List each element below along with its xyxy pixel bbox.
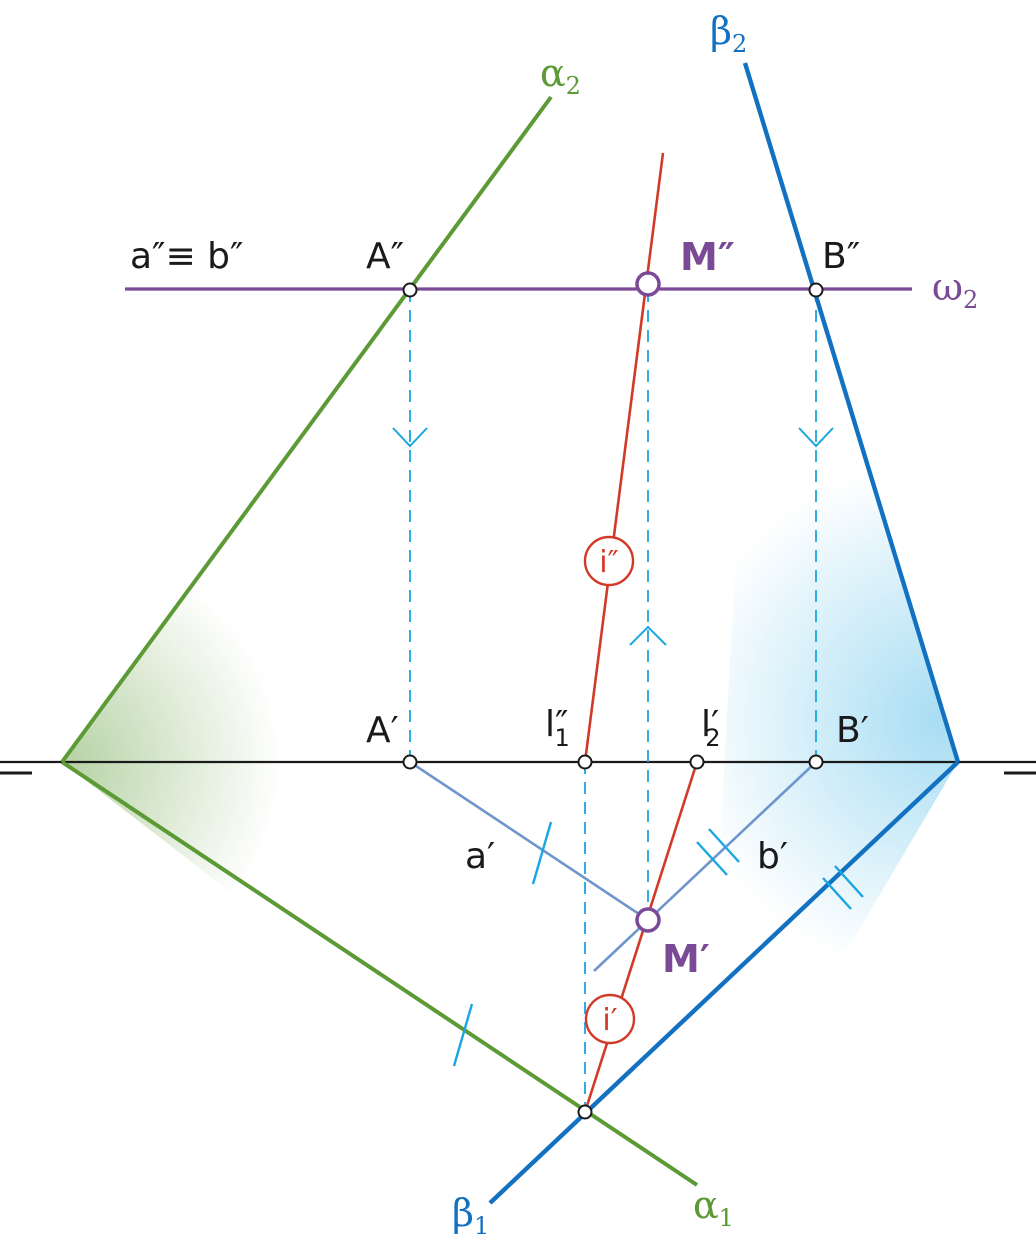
point-B-double-prime [808, 282, 824, 298]
beta1-line [488, 760, 960, 1205]
alpha1-label: α1 [693, 1183, 734, 1232]
i-double-prime-badge: i″ [583, 535, 635, 587]
i-prime-label: i′ [602, 1003, 617, 1038]
alpha2-label: α2 [540, 51, 581, 100]
i-prime-badge: i′ [584, 993, 636, 1045]
alpha-plane-shade [62, 170, 500, 1100]
B-double-prime-label: B″ [822, 236, 860, 277]
points [402, 282, 824, 1120]
point-M-prime [635, 907, 661, 933]
i-prime-line [583, 761, 699, 1113]
M-double-prime-label: M″ [680, 235, 735, 279]
projection-lines [409, 290, 817, 1112]
beta-plane-shade [700, 120, 958, 1200]
b-prime-label: b′ [757, 836, 788, 877]
b-prime-line [593, 761, 817, 972]
parallel-marks [452, 821, 864, 1067]
point-A-prime [402, 754, 418, 770]
l2-label: l′2 [701, 704, 720, 752]
i-double-prime-line [583, 152, 665, 763]
projection-arrows [392, 427, 834, 646]
point-A-double-prime [402, 282, 418, 298]
i-double-prime-label: i″ [599, 545, 619, 580]
beta2-label: β2 [710, 9, 747, 58]
point-B-prime [808, 754, 824, 770]
B-prime-label: B′ [836, 710, 869, 751]
a-prime-label: a′ [465, 836, 495, 877]
a-prime-line [409, 760, 649, 922]
point-l1-double-prime [577, 754, 593, 770]
beta1-label: β1 [452, 1191, 489, 1240]
l1-label: l″1 [545, 704, 570, 752]
beta2-line [742, 62, 961, 763]
A-prime-label: A′ [366, 710, 399, 751]
point-trace-intersection [577, 1104, 593, 1120]
point-M-double-prime [635, 271, 661, 297]
alpha2-line [60, 95, 553, 764]
M-prime-label: M′ [662, 937, 710, 981]
a-equiv-b-label: a″≡ b″ [130, 236, 243, 277]
omega2-label: ω2 [932, 265, 978, 314]
A-double-prime-label: A″ [366, 236, 404, 277]
point-l2-prime [689, 754, 705, 770]
